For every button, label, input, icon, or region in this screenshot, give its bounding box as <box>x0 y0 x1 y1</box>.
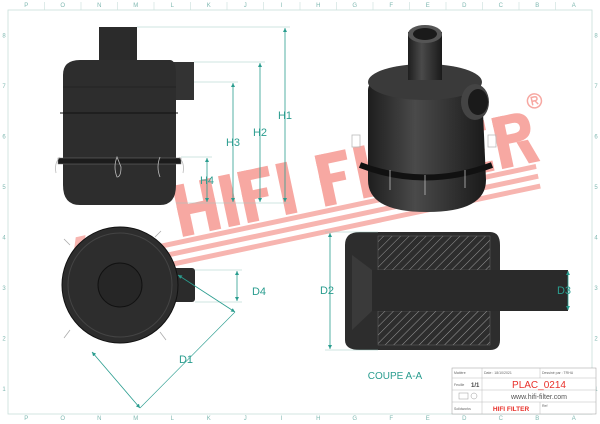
row-label: 7 <box>594 84 598 90</box>
row-labels: 8 8 7 7 6 6 5 5 4 4 3 3 2 2 1 1 <box>2 33 598 393</box>
dimension-d2: D2 <box>320 285 334 297</box>
dimension-h4: H4 <box>200 175 214 187</box>
column-label: I <box>281 416 283 422</box>
ref-label: Ref <box>542 404 547 408</box>
column-label: I <box>281 3 283 9</box>
drawing-number: PLAC_0214 <box>512 380 566 391</box>
column-label: B <box>535 3 539 9</box>
dimension-d4: D4 <box>252 286 266 298</box>
row-label: 8 <box>2 33 6 39</box>
column-label: F <box>389 3 393 9</box>
drawn-by-label: Dessiné par : TRHU <box>542 371 574 375</box>
column-label: K <box>207 3 211 9</box>
title-block: Matière Date : 18/10/2021 Dessiné par : … <box>451 367 597 415</box>
column-label: N <box>97 3 101 9</box>
sheet-value: 1/1 <box>471 383 480 389</box>
dimension-d3: D3 <box>557 285 571 297</box>
sheet-label: Feuille <box>454 383 464 387</box>
column-label: J <box>244 3 247 9</box>
column-label: H <box>316 3 320 9</box>
column-label: J <box>244 416 247 422</box>
column-label: E <box>426 3 430 9</box>
material-label: Matière <box>454 371 466 375</box>
isometric-view <box>351 25 497 212</box>
column-label: G <box>352 3 357 9</box>
column-label: D <box>462 3 467 9</box>
column-labels: P P O O N N M M L L K K J J I I H H G G F F E E D D C C B B A A <box>24 3 576 422</box>
column-label: F <box>389 416 393 422</box>
column-label: B <box>535 416 539 422</box>
column-label: P <box>24 3 28 9</box>
row-label: 2 <box>594 336 598 342</box>
column-label: N <box>97 416 101 422</box>
top-view: D4 D1 <box>61 226 266 409</box>
website: www.hifi-filter.com <box>510 394 567 401</box>
column-label: O <box>60 3 65 9</box>
column-label: P <box>24 416 28 422</box>
row-label: 2 <box>2 336 6 342</box>
section-label: COUPE A-A <box>368 371 423 382</box>
column-label: K <box>207 416 211 422</box>
row-label: 4 <box>594 235 598 241</box>
row-label: 7 <box>2 84 6 90</box>
column-label: C <box>499 3 504 9</box>
row-label: 1 <box>594 387 598 393</box>
column-label: M <box>133 416 138 422</box>
column-label: H <box>316 416 320 422</box>
column-label: D <box>462 416 467 422</box>
column-label: L <box>171 3 175 9</box>
front-view: H1 H2 H3 H4 <box>55 26 292 205</box>
dimension-h2: H2 <box>253 127 267 139</box>
date-label: Date : 18/10/2021 <box>484 371 512 375</box>
column-label: O <box>60 416 65 422</box>
dimension-h3: H3 <box>226 137 240 149</box>
dimension-d1: D1 <box>179 354 193 366</box>
row-label: 6 <box>594 134 598 140</box>
sheet-border <box>7 2 593 415</box>
row-label: 3 <box>594 286 598 292</box>
row-label: 5 <box>2 185 6 191</box>
row-label: 8 <box>594 33 598 39</box>
section-view: D2 D3 COUPE A-A <box>320 231 571 382</box>
column-label: A <box>572 3 576 9</box>
column-label: C <box>499 416 504 422</box>
row-label: 1 <box>2 387 6 393</box>
dimension-h1: H1 <box>278 110 292 122</box>
software-label: Solidworks <box>454 407 471 411</box>
registered-mark-icon <box>526 93 543 109</box>
column-label: M <box>133 3 138 9</box>
column-label: A <box>572 416 576 422</box>
projection-symbol-icon <box>458 392 478 400</box>
row-label: 3 <box>2 286 6 292</box>
row-label: 6 <box>2 134 6 140</box>
brand-name: HIFI FILTER <box>493 406 530 413</box>
row-label: 5 <box>594 185 598 191</box>
column-label: G <box>352 416 357 422</box>
column-label: E <box>426 416 430 422</box>
row-label: 4 <box>2 235 6 241</box>
column-label: L <box>171 416 175 422</box>
